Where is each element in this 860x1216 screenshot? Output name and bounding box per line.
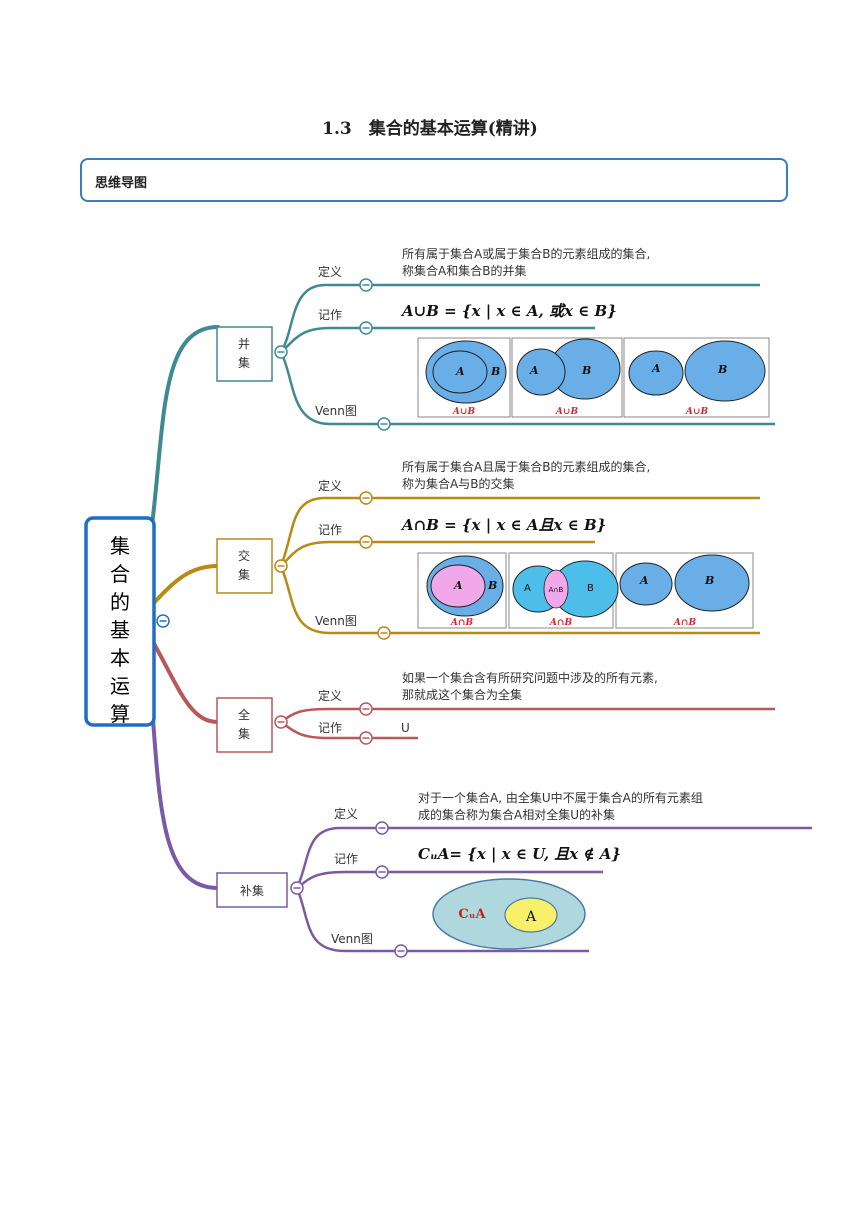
svg-text:B: B [587, 583, 594, 594]
intersection-def-line2: 称为集合A与B的交集 [402, 476, 514, 491]
intersection-venn-label: Venn图 [315, 614, 357, 628]
svg-text:A: A [651, 362, 661, 375]
universal-def-line2: 那就成这个集合为全集 [402, 687, 522, 702]
union-notation-collapse-icon[interactable] [359, 321, 373, 335]
svg-text:CᵤA: CᵤA [458, 907, 486, 922]
svg-text:交: 交 [238, 548, 250, 563]
svg-text:A∩B: A∩B [549, 586, 564, 594]
svg-text:A: A [525, 909, 537, 925]
universal-collapse-icon[interactable] [274, 715, 288, 729]
branch-universal [150, 638, 220, 724]
svg-text:集: 集 [238, 726, 250, 741]
svg-text:A∪B: A∪B [452, 407, 476, 417]
svg-text:合: 合 [110, 562, 130, 586]
branch-intersection [150, 564, 220, 607]
union-venn-collapse-icon[interactable] [377, 417, 391, 431]
root-collapse-icon[interactable] [156, 614, 170, 628]
intersection-node [216, 538, 273, 594]
svg-text:的: 的 [110, 590, 130, 614]
svg-text:B: B [704, 574, 714, 587]
complement-def-line2: 成的集合称为集合A相对全集U的补集 [418, 807, 615, 822]
union-notation-label: 记作 [318, 308, 342, 322]
branch-union [150, 325, 220, 527]
complement-venn-label: Venn图 [331, 932, 373, 946]
union-def-collapse-icon[interactable] [359, 278, 373, 292]
svg-text:补集: 补集 [240, 883, 264, 898]
svg-text:B: B [490, 365, 500, 378]
svg-text:A: A [529, 364, 539, 377]
svg-text:A∩B: A∩B [549, 618, 573, 628]
intersection-def-label: 定义 [318, 478, 342, 493]
complement-def-line1: 对于一个集合A, 由全集U中不属于集合A的所有元素组 [418, 790, 703, 805]
intersection-def-line1: 所有属于集合A且属于集合B的元素组成的集合, [402, 459, 650, 474]
svg-text:A∪B: A∪B [685, 407, 709, 417]
union-formula: A∪B = {x | x ∈ A, 或x ∈ B} [400, 302, 617, 320]
section-box-label: 思维导图 [95, 176, 148, 191]
universal-def-line1: 如果一个集合含有所研究问题中涉及的所有元素, [402, 670, 658, 685]
union-def-line2: 称集合A和集合B的并集 [402, 263, 526, 278]
svg-text:集: 集 [238, 567, 250, 582]
intersection-notation-label: 记作 [318, 523, 342, 537]
svg-text:A: A [455, 365, 465, 378]
complement-node [216, 872, 288, 908]
universal-notation-label: 记作 [318, 721, 342, 735]
union-def-label: 定义 [318, 264, 342, 279]
svg-text:集: 集 [238, 355, 250, 370]
complement-formula: CᵤA= {x | x ∈ U, 且x ∉ A} [418, 845, 621, 863]
svg-text:A∩B: A∩B [450, 618, 474, 628]
union-collapse-icon[interactable] [274, 345, 288, 359]
root-box [84, 516, 156, 727]
complement-def-collapse-icon[interactable] [375, 821, 389, 835]
universal-def-label: 定义 [318, 688, 342, 703]
svg-text:B: B [581, 364, 591, 377]
universal-node [216, 697, 273, 753]
svg-text:本: 本 [110, 646, 130, 670]
intersection-venn-diagrams: A B A B A∩B A B A∩B A∩B A∩B [417, 552, 754, 629]
universal-def-collapse-icon[interactable] [359, 702, 373, 716]
svg-text:全: 全 [238, 707, 250, 722]
svg-text:集: 集 [110, 534, 130, 558]
root-label: 集 合 的 基 本 运 算 [110, 534, 130, 726]
intersection-collapse-icon[interactable] [274, 559, 288, 573]
complement-notation-label: 记作 [334, 852, 358, 866]
svg-text:A: A [524, 583, 531, 594]
complement-def-label: 定义 [334, 806, 358, 821]
svg-text:A: A [639, 574, 649, 587]
complement-collapse-icon[interactable] [290, 881, 304, 895]
universal-notation-collapse-icon[interactable] [359, 731, 373, 745]
branch-complement [150, 703, 220, 890]
complement-venn-collapse-icon[interactable] [394, 944, 408, 958]
section-box: 思维导图 [80, 158, 788, 202]
union-venn-label: Venn图 [315, 404, 357, 418]
svg-text:基: 基 [110, 618, 130, 642]
union-venn-diagrams: A B A B A B A∪B A∪B A∪B [417, 337, 770, 418]
svg-text:A∪B: A∪B [555, 407, 579, 417]
intersection-def-collapse-icon[interactable] [359, 491, 373, 505]
svg-text:算: 算 [110, 702, 130, 726]
intersection-formula: A∩B = {x | x ∈ A且x ∈ B} [400, 516, 606, 534]
union-def-line1: 所有属于集合A或属于集合B的元素组成的集合, [402, 246, 650, 261]
svg-text:运: 运 [110, 674, 130, 698]
svg-text:B: B [717, 363, 727, 376]
universal-symbol: U [401, 721, 410, 735]
svg-text:A∩B: A∩B [673, 618, 697, 628]
intersection-venn-collapse-icon[interactable] [377, 626, 391, 640]
svg-text:B: B [487, 579, 497, 592]
complement-notation-collapse-icon[interactable] [375, 865, 389, 879]
svg-text:并: 并 [238, 337, 250, 351]
page-title: 1.3 集合的基本运算(精讲) [322, 119, 538, 139]
union-node [216, 326, 273, 382]
intersection-notation-collapse-icon[interactable] [359, 535, 373, 549]
svg-text:A: A [453, 579, 463, 592]
complement-venn-diagram: CᵤA A [432, 878, 586, 950]
